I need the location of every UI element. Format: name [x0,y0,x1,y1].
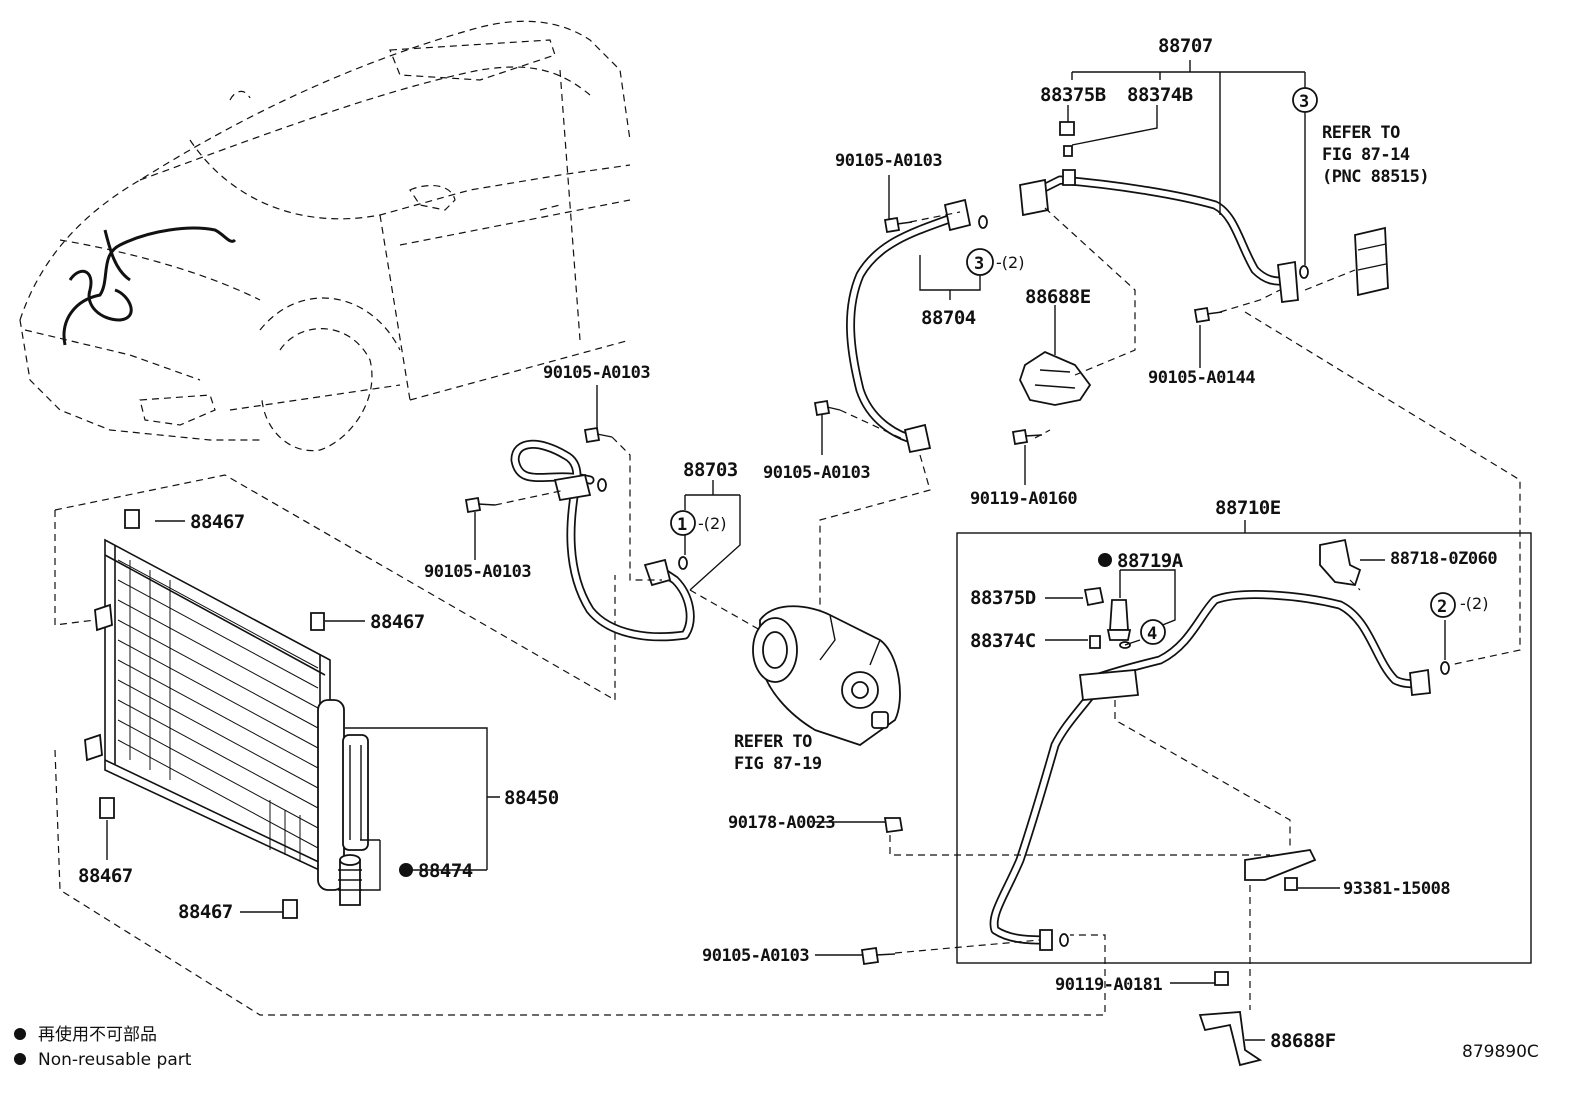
label-88450: 88450 [504,787,559,809]
ref-valve-1: REFER TO [1322,123,1400,143]
leader-lines [106,60,1446,1041]
callout-1: 1 [677,515,687,535]
label-90119-A0181: 90119-A0181 [1055,975,1162,995]
label-88688F: 88688F [1270,1030,1336,1052]
label-88703: 88703 [683,459,738,481]
label-88704: 88704 [921,307,976,329]
suction-hose-88704 [846,198,988,454]
suction-pipe-88707 [1019,121,1309,304]
vehicle-sketch [19,20,631,452]
label-88375D: 88375D [970,587,1036,609]
label-90178-A0023: 90178-A0023 [728,813,835,833]
callout-2: 2 [1437,597,1447,617]
label-88710E: 88710E [1215,497,1281,519]
label-88467-c: 88467 [78,865,133,887]
label-90105-A0103-left: 90105-A0103 [543,363,650,383]
label-88375B: 88375B [1040,84,1106,106]
label-88467-b: 88467 [370,611,425,633]
label-88474: 88474 [418,860,473,882]
qty-1: -(2) [698,514,726,533]
label-90105-A0103-mid: 90105-A0103 [763,463,870,483]
liquid-pipe-88710E [956,532,1532,964]
qty-3: -(2) [996,253,1024,272]
ref-compressor-1: REFER TO [734,732,812,752]
callout-3-mid: 3 [974,254,984,274]
callout-3-top: 3 [1299,92,1309,112]
label-88374C: 88374C [970,630,1036,652]
expansion-valve [1354,226,1389,297]
legend: 再使用不可部品 Non-reusable part [38,1024,192,1070]
callout-circles: 3 3 -(2) 1 -(2) 2 -(2) 4 [670,87,1488,645]
ref-valve-3: (PNC 88515) [1322,167,1429,187]
label-90105-A0103-comp: 90105-A0103 [424,562,531,582]
part-labels: 88707 88375B 88374B 90105-A0103 88704 88… [78,35,1498,1052]
label-93381-15008: 93381-15008 [1343,879,1450,899]
label-90105-A0144: 90105-A0144 [1148,368,1255,388]
legend-english: Non-reusable part [38,1050,192,1070]
engine-harness [62,226,237,346]
clamp-88688E [1019,350,1092,406]
label-90105-A0103-bot: 90105-A0103 [702,946,809,966]
discharge-hose-88703 [510,439,695,642]
ref-valve-2: FIG 87-14 [1322,145,1410,165]
brackets-bottom [883,817,1317,1067]
non-reusable-markers [14,553,1112,1065]
bolts [464,216,1223,966]
label-90119-A0160: 90119-A0160 [970,489,1077,509]
label-90105-A0103-top: 90105-A0103 [835,151,942,171]
diagram-id: 879890C [1462,1042,1539,1062]
callout-4: 4 [1147,624,1157,644]
legend-chinese: 再使用不可部品 [38,1024,157,1045]
condenser-assembly [54,474,1106,1016]
label-88718-0Z060: 88718-0Z060 [1390,549,1497,569]
label-88467-d: 88467 [178,901,233,923]
label-88719A: 88719A [1117,550,1184,572]
compressor [752,605,901,746]
label-88374B: 88374B [1127,84,1193,106]
label-88688E: 88688E [1025,286,1091,308]
label-88707: 88707 [1158,35,1213,57]
qty-2: -(2) [1460,594,1488,613]
ref-compressor-2: FIG 87-19 [734,754,822,774]
label-88467-a: 88467 [190,511,245,533]
reference-notes: REFER TO FIG 87-14 (PNC 88515) REFER TO … [734,123,1430,774]
dashed-connections [494,207,1521,1010]
